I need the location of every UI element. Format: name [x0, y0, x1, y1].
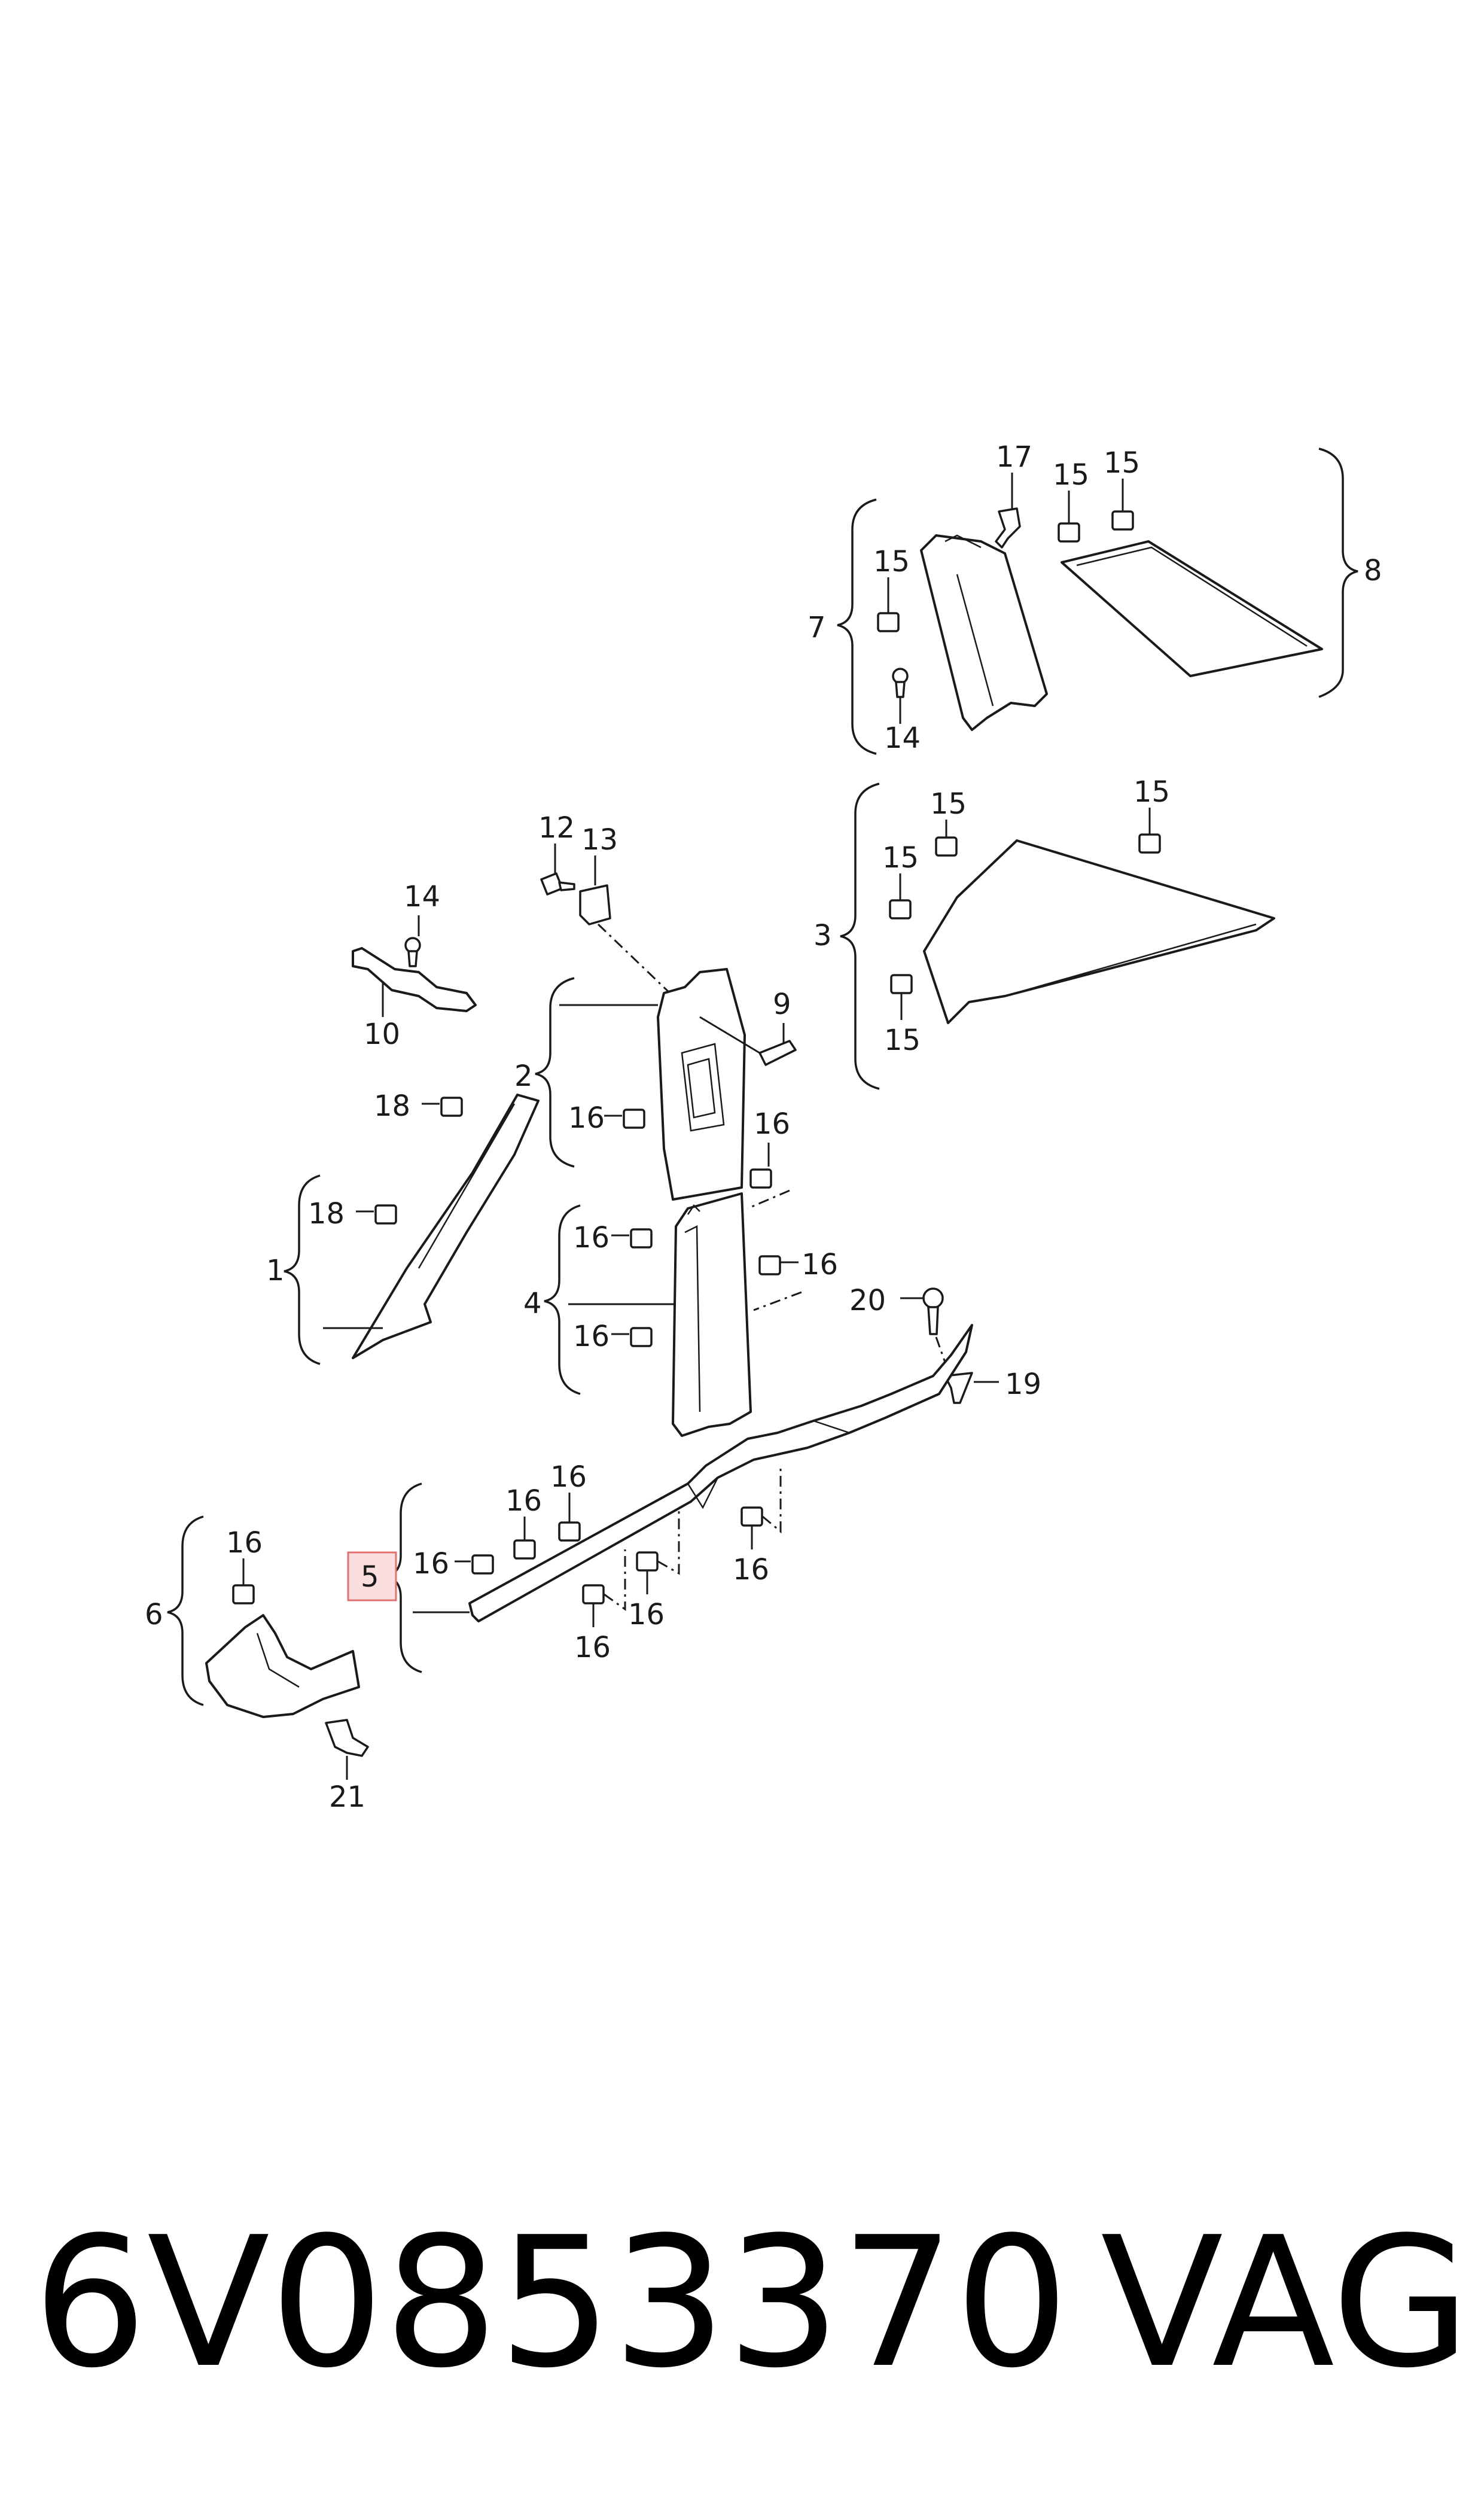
cover-13 — [579, 855, 611, 925]
part-1-trim — [352, 1094, 540, 1359]
callout-18-upper: 18 — [374, 1089, 410, 1123]
clip-15-c-mid — [889, 873, 912, 919]
clip-16-sill-6 — [741, 1466, 782, 1549]
clip-15-c-low — [890, 974, 913, 1020]
part-6-kick-panel — [205, 1614, 360, 1718]
dash-20 — [935, 1336, 952, 1380]
callout-16-b-lower-right: 16 — [802, 1248, 838, 1281]
clip-15-c-right — [1138, 808, 1161, 854]
part-17-bracket — [995, 473, 1021, 549]
screw-12 — [540, 844, 575, 896]
screw-14-lower — [404, 915, 421, 967]
callout-1: 1 — [266, 1254, 285, 1287]
brand-name: VAG — [1101, 2199, 1471, 2407]
clip-16-sill-1 — [455, 1554, 494, 1575]
screw-20 — [900, 1287, 944, 1335]
part-4-trim — [672, 1192, 752, 1437]
callout-16-sill-1: 16 — [413, 1547, 449, 1581]
callout-18-lower: 18 — [308, 1197, 345, 1231]
clip-16-sill-4 — [582, 1549, 626, 1627]
clip-15-top-left — [1058, 491, 1080, 543]
callout-15-c-mid: 15 — [882, 841, 919, 875]
callout-16-b-upper-left: 16 — [568, 1101, 605, 1135]
callout-9: 9 — [773, 988, 791, 1021]
dash-16-b — [747, 1189, 802, 1311]
callout-15-top-right: 15 — [1104, 446, 1140, 480]
clip-16-sill-2 — [513, 1517, 536, 1560]
clip-18-upper — [422, 1097, 463, 1117]
clip-16-b-lower-left-bottom — [611, 1327, 653, 1347]
brace-2 — [535, 977, 575, 1168]
clip-16-sill-3 — [558, 1493, 581, 1542]
clip-16-b-upper-right — [749, 1143, 772, 1189]
clip-18-lower — [356, 1204, 397, 1225]
clip-15-top-right — [1111, 479, 1134, 531]
callout-17: 17 — [996, 440, 1032, 474]
callout-15-c-right: 15 — [1133, 775, 1170, 809]
brace-1 — [284, 1174, 321, 1365]
brace-7 — [837, 498, 877, 755]
callout-16-b-upper-right: 16 — [754, 1107, 790, 1141]
callout-6: 6 — [145, 1598, 163, 1631]
callout-21: 21 — [329, 1780, 365, 1814]
highlight-box-5 — [347, 1551, 397, 1601]
part-7-trim — [920, 534, 1048, 731]
callout-14-upper: 14 — [884, 721, 921, 755]
brace-8 — [1318, 447, 1358, 698]
screw-14-upper — [892, 668, 909, 724]
part-3-trim — [923, 839, 1275, 1024]
callout-4: 4 — [523, 1287, 542, 1320]
callout-15-c-top: 15 — [930, 787, 967, 821]
callout-16-kick: 16 — [226, 1526, 263, 1560]
dash-13-to-2 — [597, 923, 671, 994]
clip-19 — [944, 1372, 999, 1404]
brace-4 — [544, 1204, 581, 1395]
callout-16-sill-6: 16 — [733, 1553, 769, 1587]
callout-16-sill-4: 16 — [574, 1631, 611, 1664]
callout-15-c-low: 15 — [884, 1024, 921, 1057]
part-9-clip — [758, 1023, 797, 1066]
callout-7: 7 — [807, 611, 826, 644]
clip-16-kick — [232, 1558, 255, 1604]
clip-16-b-lower-right — [758, 1255, 799, 1275]
callout-2: 2 — [514, 1059, 533, 1093]
callout-20: 20 — [849, 1284, 886, 1317]
part-5-sill-trim — [468, 1324, 973, 1622]
part-2-trim — [657, 968, 746, 1201]
callout-16-sill-5: 16 — [628, 1598, 665, 1631]
callout-15-top-left: 15 — [1053, 458, 1089, 492]
leader-9-to-2 — [699, 1016, 760, 1054]
part-number: 6V0853370 — [33, 2199, 1069, 2407]
callout-10: 10 — [364, 1018, 400, 1051]
brace-6 — [167, 1515, 204, 1706]
callout-16-sill-2: 16 — [505, 1484, 542, 1518]
callout-16-b-lower-left-bottom: 16 — [573, 1320, 610, 1353]
callout-19: 19 — [1005, 1368, 1041, 1401]
rivet-21 — [325, 1719, 369, 1780]
clip-16-b-upper-left — [604, 1109, 645, 1129]
clip-15-upper-left — [877, 577, 900, 632]
callout-5: 5 — [361, 1560, 379, 1594]
part-10-bracket — [352, 947, 477, 1012]
callout-14-lower: 14 — [404, 880, 440, 914]
callout-15-upper-left: 15 — [873, 545, 910, 578]
callout-12: 12 — [538, 811, 575, 845]
callout-13: 13 — [581, 823, 618, 857]
clip-16-b-lower-left-top — [611, 1228, 653, 1249]
clip-16-sill-5 — [636, 1508, 680, 1594]
part-8-trim — [1061, 540, 1323, 677]
callout-16-b-lower-left-top: 16 — [573, 1221, 610, 1255]
callout-3: 3 — [813, 919, 832, 952]
clip-15-c-top — [935, 820, 958, 857]
brace-3 — [840, 783, 880, 1090]
callout-16-sill-3: 16 — [550, 1460, 587, 1494]
callout-8: 8 — [1364, 554, 1382, 587]
